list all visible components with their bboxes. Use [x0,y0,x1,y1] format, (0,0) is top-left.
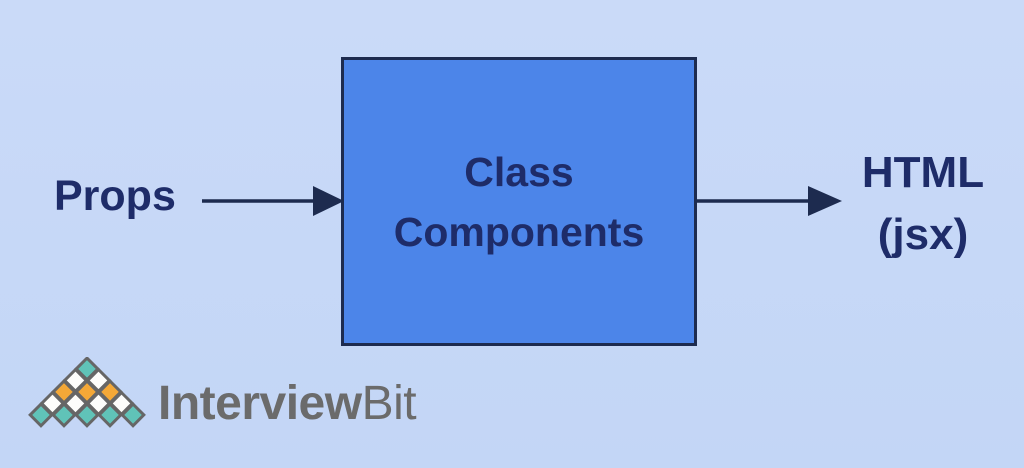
class-components-box: Class Components [341,57,697,346]
logo-tile-white [62,367,89,394]
logo-tile-white [85,390,112,417]
logo-tile-white [39,390,66,417]
logo-tile-white [108,390,135,417]
logo-tile-teal [120,402,146,428]
logo-tile-teal [74,402,100,428]
output-label: HTML (jsx) [851,142,995,266]
arrow-right-icon [697,186,842,216]
logo-tile-orange [51,379,77,405]
logo-text-bit: Bit [361,377,417,430]
logo-tile-orange [97,379,123,405]
arrow-head [313,186,344,216]
logo-tile-white [62,390,89,417]
logo-tile-white [85,367,112,394]
logo-tile-teal [51,402,77,428]
input-label: Props [54,172,176,220]
interviewbit-pyramid-icon [28,357,146,428]
process-label-line2: Components [393,208,645,255]
output-label-line2: (jsx) [877,210,969,259]
logo-tile-teal [74,357,100,382]
logo-tile-teal [97,402,123,428]
logo-text-interview: Interview [158,377,362,430]
interviewbit-logo-text: InterviewBit [158,376,417,431]
arrow-right-icon [202,186,344,216]
logo-tile-teal [28,402,54,428]
process-label-line1: Class [464,148,574,195]
output-label-line1: HTML [861,148,985,197]
logo-tile-orange [74,379,100,405]
arrow-head [808,186,842,216]
